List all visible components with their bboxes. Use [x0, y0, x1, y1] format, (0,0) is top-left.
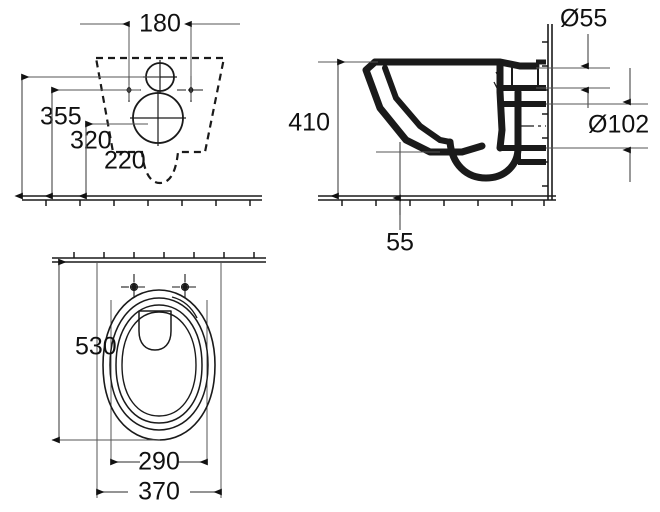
front-elevation-view: 180 355 320 220	[14, 10, 262, 206]
side-floor-line	[318, 195, 556, 206]
dimension-370: 370	[96, 478, 222, 506]
dimension-55-bottom: 55	[386, 142, 414, 257]
plan-flush-tongue	[138, 310, 172, 351]
side-section-leader-marks	[493, 71, 501, 89]
plan-seat-ring-outer	[109, 297, 209, 431]
dimension-dia102: Ø102	[546, 68, 649, 182]
dimension-dia55-label: Ø55	[560, 5, 607, 33]
dimension-370-label: 370	[138, 478, 180, 506]
plan-mounting-hole-left	[121, 274, 147, 300]
side-bowl-inner-surface	[382, 65, 453, 145]
dimension-55-bottom-label: 55	[386, 229, 414, 257]
plan-wall-line	[52, 252, 266, 263]
front-180-extension-lines	[128, 22, 192, 100]
side-bowl-outer-shell	[362, 58, 486, 156]
dimension-dia55: Ø55	[536, 5, 610, 108]
front-outlet-circle	[130, 90, 186, 146]
dimension-dia102-label: Ø102	[588, 111, 649, 139]
side-trap-inner-wall	[496, 60, 506, 152]
plan-bowl-opening	[121, 311, 197, 417]
dimension-530: 530	[51, 258, 117, 444]
side-outlet-fitting	[500, 101, 546, 165]
dimension-220: 220	[78, 120, 146, 200]
plan-rim-gap-detail	[171, 296, 198, 319]
side-section-view: 410 55 Ø55 Ø102	[288, 5, 649, 257]
dimension-290-label: 290	[138, 448, 180, 476]
dimension-290: 290	[110, 448, 208, 476]
dimension-410: 410	[288, 58, 346, 200]
dimension-180-label: 180	[139, 10, 181, 38]
dimension-530-label: 530	[75, 333, 117, 361]
dimension-220-label: 220	[104, 147, 146, 175]
front-witness-lines	[22, 76, 160, 125]
front-floor-line	[22, 195, 262, 206]
plan-370-extension-lines	[96, 262, 222, 498]
plan-view: 530 290 370	[51, 252, 266, 506]
dimension-180: 180	[80, 10, 240, 38]
front-bowl-outline	[94, 56, 226, 185]
side-wall-line	[542, 24, 553, 200]
plan-seat-ring-inner	[115, 304, 203, 424]
plan-mounting-hole-right	[172, 274, 198, 300]
side-witness-lines	[318, 61, 440, 153]
dimension-410-label: 410	[288, 109, 330, 137]
